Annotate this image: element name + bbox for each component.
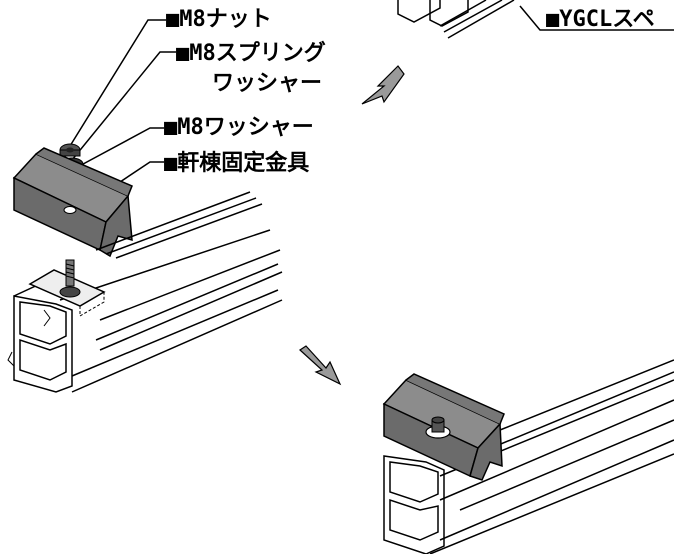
rail-right-assembled (382, 359, 674, 555)
bracket-exploded (12, 147, 133, 258)
down-right-arrow-icon (299, 345, 342, 386)
label-nut: ■M8ナット (166, 7, 272, 32)
label-spacer: ■YGCLスペ (546, 7, 655, 32)
rail-left (7, 191, 283, 393)
labels: ■M8ナット ■M8スプリング ワッシャー ■M8ワッシャー ■軒棟固定金具 ■… (164, 7, 655, 176)
leader-lines (69, 5, 674, 191)
label-spring-washer-2: ワッシャー (212, 71, 322, 96)
label-spring-washer-1: ■M8スプリング (176, 40, 326, 66)
label-washer: ■M8ワッシャー (164, 115, 314, 140)
down-left-arrow-icon (361, 65, 405, 105)
label-bracket: ■軒棟固定金具 (164, 150, 309, 176)
top-rail-fragment (397, 0, 515, 39)
